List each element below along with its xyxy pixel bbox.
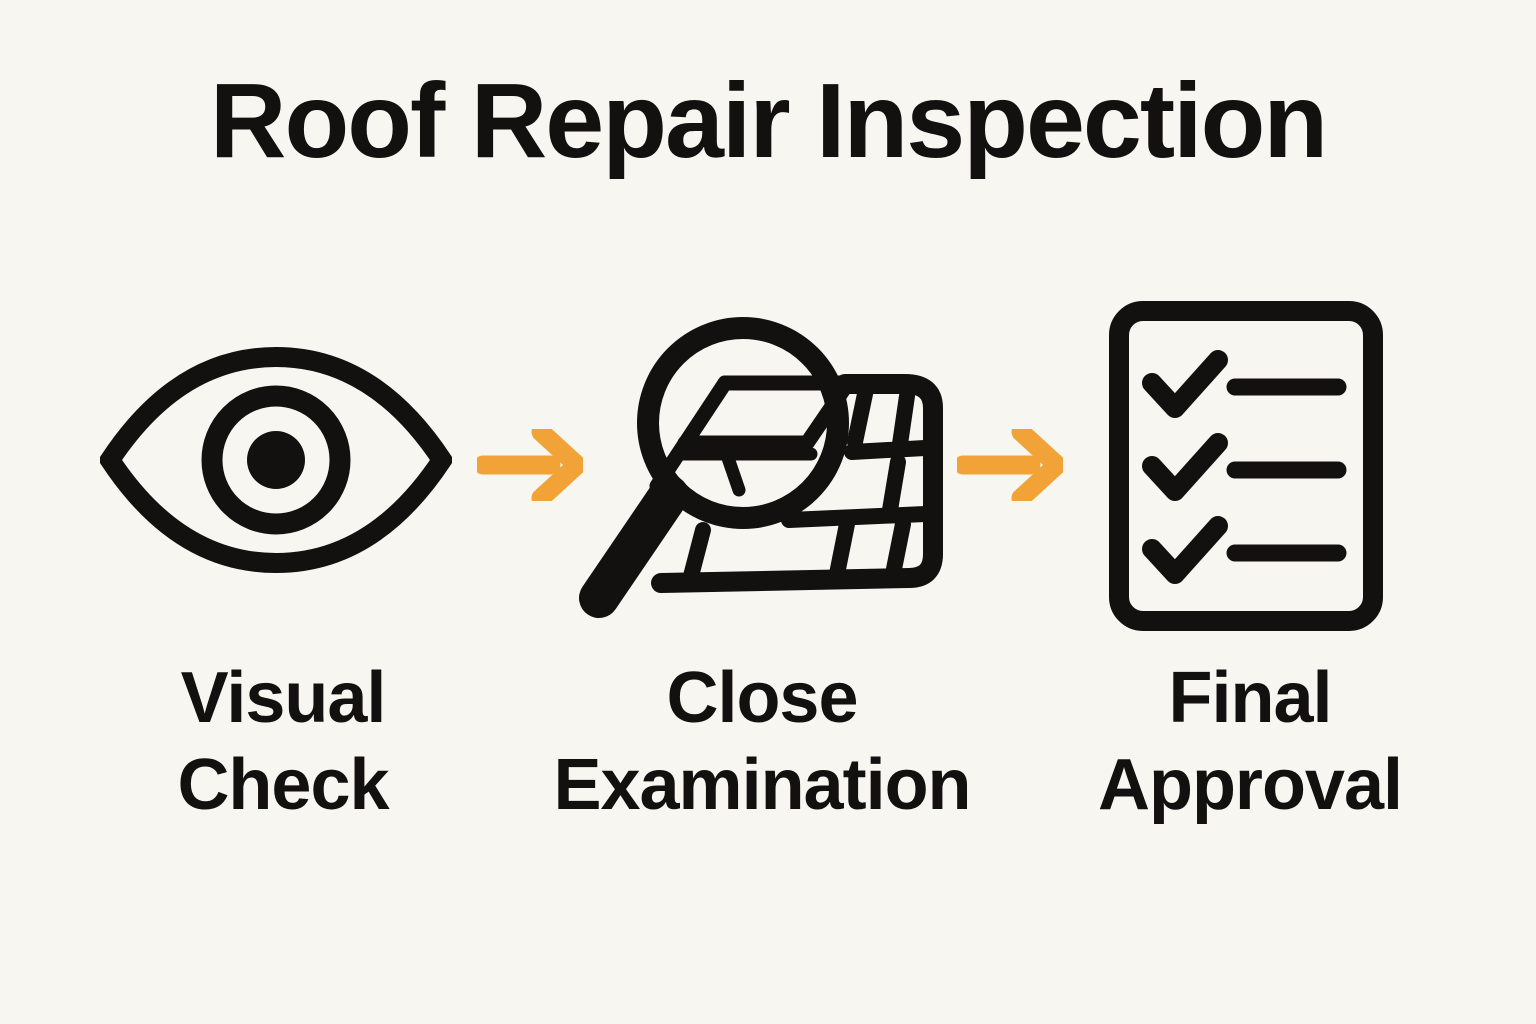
step-label-line: Final (1168, 658, 1332, 738)
checklist-icon (1108, 300, 1384, 632)
step-label-line: Approval (1097, 745, 1403, 826)
step-label-final-approval: Final Approval (1000, 655, 1500, 829)
magnifier-roof-icon (565, 310, 955, 630)
step-label-line: Examination (553, 745, 971, 826)
step-label-line: Visual (180, 658, 387, 738)
step-label-line: Close (666, 658, 858, 738)
page-title: Roof Repair Inspection (209, 62, 1328, 180)
arrow-right-icon (473, 422, 587, 508)
step-label-line: Check (177, 745, 389, 826)
arrow-right-icon (953, 422, 1067, 508)
step-label-visual-check: Visual Check (83, 655, 483, 829)
eye-icon (100, 347, 452, 573)
step-label-close-examination: Close Examination (462, 655, 1062, 829)
